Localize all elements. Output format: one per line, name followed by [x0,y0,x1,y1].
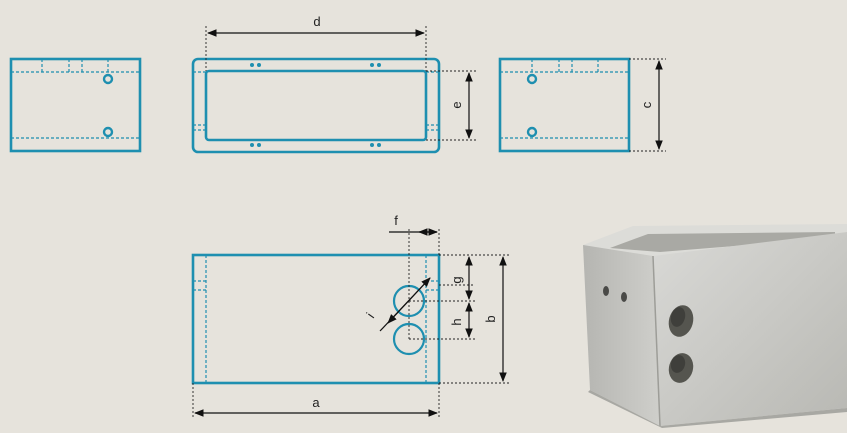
box-front-face [653,232,847,426]
dimension-f: f [389,213,440,339]
label-d: d [313,14,320,29]
dimension-d: d [205,14,427,71]
dimension-e: e [426,70,476,141]
dimension-c: c [629,58,666,152]
right-end-view [498,57,631,153]
label-i: i [363,310,377,321]
dimension-a: a [192,383,440,418]
label-g: g [449,276,464,283]
left-end-view [9,57,142,153]
right-end-outline [498,57,631,153]
left-end-outline [9,57,142,153]
box-side-hole-2 [621,292,627,302]
box-side-face [583,245,660,426]
label-a: a [312,395,320,410]
plan-inner-outline [204,69,428,142]
left-end-hole-top [102,73,114,85]
left-end-hole-bottom [102,126,114,138]
plan-view [191,57,441,154]
label-b: b [483,315,498,322]
right-end-hole-bottom [526,126,538,138]
label-h: h [449,318,464,325]
label-f: f [394,213,398,228]
label-e: e [449,101,464,108]
dimension-i: i [363,277,431,332]
box-side-hole-1 [603,286,609,296]
side-pipe-hole-lower [392,322,426,356]
side-view-outline [191,253,441,385]
dimension-g-h: g h [409,256,475,340]
side-view [191,253,441,385]
dimension-b: b [439,254,511,384]
concrete-box-photo [583,224,847,428]
label-c: c [639,101,654,108]
plan-outer-outline [191,57,441,154]
right-end-hole-top [526,73,538,85]
